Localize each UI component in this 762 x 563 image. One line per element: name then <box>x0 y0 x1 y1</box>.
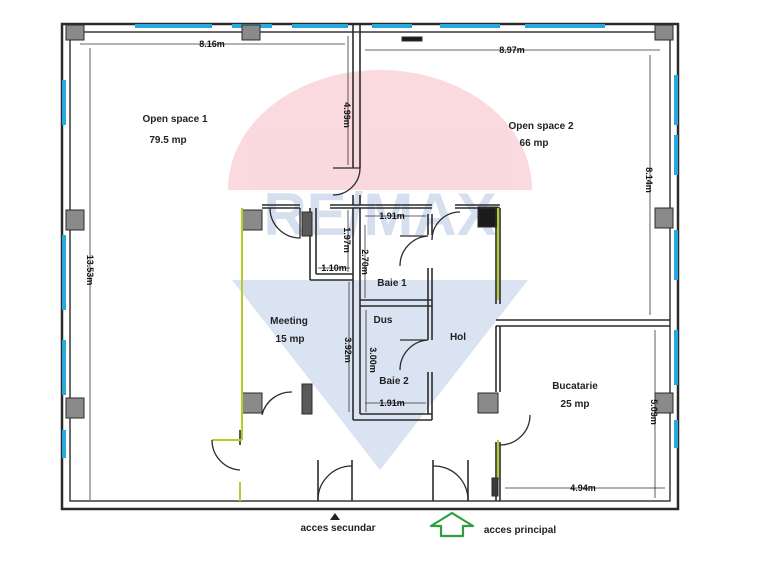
dim-corridor-197: 1.97m <box>342 227 352 253</box>
interior-walls <box>239 24 670 501</box>
dim-baie-270: 2.70m <box>360 249 370 275</box>
room-dus-name: Dus <box>374 315 393 326</box>
room-open-space-2-name: Open space 2 <box>508 121 573 132</box>
glass-partitions <box>212 208 499 501</box>
dimension-labels: 8.16m 8.97m 4.99m 13.53m 8.14m 1.91m 1.9… <box>85 39 659 493</box>
dim-left-height: 13.53m <box>85 255 95 286</box>
watermark-red-arc <box>228 70 532 190</box>
wall-units <box>301 211 499 497</box>
entrance-secondary-label: acces secundar <box>300 523 375 534</box>
room-labels: Open space 1 79.5 mp Open space 2 66 mp … <box>142 114 598 410</box>
watermark-blue-shape <box>232 280 528 470</box>
watermark: RE/MAX <box>228 70 532 470</box>
entrance-secondary: acces secundar <box>300 513 376 534</box>
room-hol-name: Hol <box>450 332 466 343</box>
dim-baie-bottom-width: 1.91m <box>379 398 405 408</box>
room-meeting-name: Meeting <box>270 316 308 327</box>
room-meeting-area: 15 mp <box>276 334 305 345</box>
columns <box>65 24 674 419</box>
room-bucatarie-name: Bucatarie <box>552 381 598 392</box>
dim-baie-top-width: 1.91m <box>379 211 405 221</box>
room-open-space-1-name: Open space 1 <box>142 114 207 125</box>
dimension-lines <box>80 36 665 500</box>
dim-baie-300: 3.00m <box>368 347 378 373</box>
dim-os2-width: 8.97m <box>499 45 525 55</box>
room-bucatarie-area: 25 mp <box>561 399 590 410</box>
entrance-main: acces principal <box>429 511 556 538</box>
dim-buc-width: 4.94m <box>570 483 596 493</box>
room-baie-1-name: Baie 1 <box>377 278 407 289</box>
dim-os1-width: 8.16m <box>199 39 225 49</box>
secondary-arrow-icon <box>330 513 340 520</box>
room-baie-2-name: Baie 2 <box>379 376 409 387</box>
dim-meeting-110: 1.10m <box>321 263 347 273</box>
dim-meeting-392: 3.92m <box>343 337 353 363</box>
windows <box>62 24 678 458</box>
main-arrow-icon <box>429 511 475 538</box>
dim-os1-partition: 4.99m <box>342 102 352 128</box>
entrance-main-label: acces principal <box>484 525 556 536</box>
dim-buc-height: 5.09m <box>649 399 659 425</box>
doors <box>211 167 531 502</box>
room-open-space-1-area: 79.5 mp <box>149 135 186 146</box>
dim-os2-height: 8.14m <box>644 167 654 193</box>
room-open-space-2-area: 66 mp <box>520 138 549 149</box>
